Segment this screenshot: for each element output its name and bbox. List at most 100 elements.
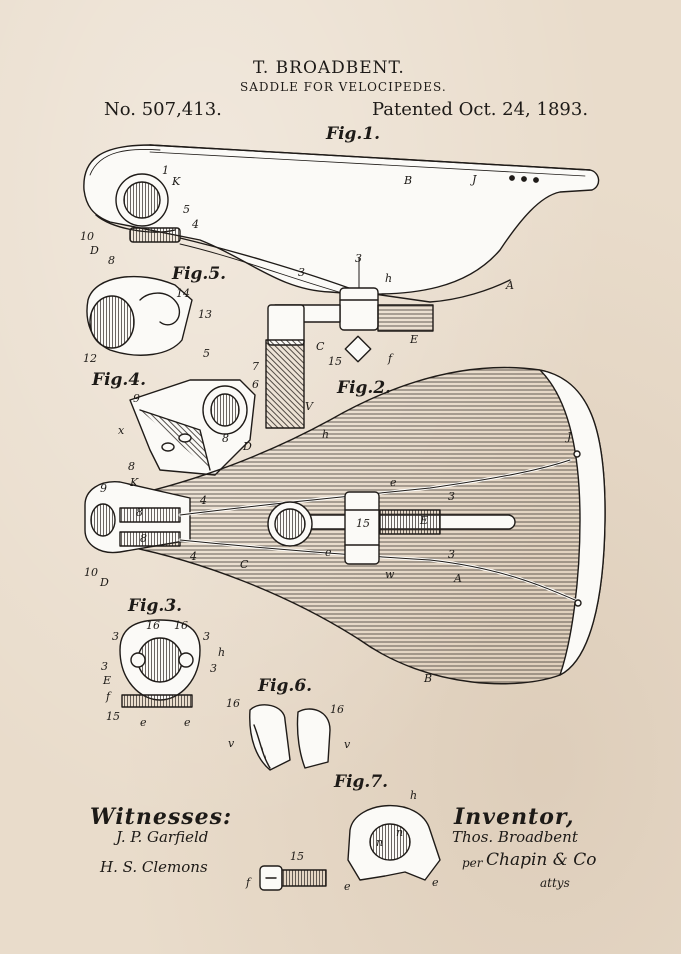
ref-label: 3 (101, 660, 108, 673)
patent-number: No. 507,413. (104, 99, 222, 120)
ref-label: v (228, 737, 235, 750)
ref-label: C (240, 558, 249, 571)
ref-label: 16 (174, 619, 188, 632)
ref-label: 10 (80, 230, 94, 243)
fig3-title: Fig.3. (128, 596, 183, 616)
fig1-saddle-side-view (83, 144, 600, 429)
ref-label: D (100, 576, 109, 589)
ref-label: 3 (355, 252, 362, 265)
ref-label: 3 (203, 630, 210, 643)
ref-label: h (322, 428, 330, 441)
fig6-jaws (249, 704, 331, 771)
ref-label: 5 (183, 203, 190, 216)
inventor-heading: Inventor, (454, 804, 575, 830)
ref-label: n (376, 836, 384, 849)
ref-label: 8 (136, 506, 143, 519)
ref-label: 14 (176, 287, 190, 300)
ref-label: 6 (252, 378, 259, 391)
ref-label: 7 (252, 360, 259, 373)
ref-label: 3 (298, 266, 305, 279)
ref-label: 3 (210, 662, 217, 675)
ref-label: 16 (330, 703, 344, 716)
ref-label: 4 (190, 550, 197, 563)
ref-label: h (410, 789, 418, 802)
ref-label: E (410, 333, 419, 346)
ref-label: 8 (128, 460, 135, 473)
ref-label: 15 (328, 355, 342, 368)
fig4-clip (129, 379, 256, 476)
ref-label: K (130, 476, 139, 489)
witnesses-heading: Witnesses: (90, 804, 233, 830)
inventor-signature: Thos. Broadbent (452, 828, 578, 846)
attorney-signature: Chapin & Co (486, 850, 597, 870)
fig5-block (86, 275, 193, 356)
ref-label: 16 (146, 619, 160, 632)
ref-label: A (506, 279, 514, 292)
ref-label: E (420, 514, 429, 527)
ref-label: A (454, 572, 462, 585)
ref-label: 4 (200, 494, 207, 507)
patent-date: Patented Oct. 24, 1893. (372, 99, 589, 120)
ref-label: 8 (108, 254, 115, 267)
ref-label: 5 (203, 347, 210, 360)
fig5-title: Fig.5. (172, 264, 227, 284)
ref-label: 8 (140, 532, 147, 545)
ref-label: C (316, 340, 325, 353)
patent-title: SADDLE FOR VELOCIPEDES. (240, 80, 447, 94)
ref-label: 8 (222, 432, 229, 445)
ref-label: E (103, 674, 112, 687)
ref-label: 1 (162, 164, 169, 177)
ref-label: 3 (112, 630, 119, 643)
ref-label: 15 (356, 517, 370, 530)
ref-label: e (344, 880, 351, 893)
ref-label: 4 (192, 218, 199, 231)
attorney-prefix: per (462, 856, 483, 870)
ref-label: x (118, 424, 125, 437)
ref-label: f (246, 876, 251, 889)
patent-inventor-name: T. BROADBENT. (253, 58, 405, 78)
witness-signature-1: J. P. Garfield (116, 828, 209, 846)
ref-label: h (218, 646, 226, 659)
fig1-title: Fig.1. (326, 124, 381, 144)
fig2-title: Fig.2. (337, 378, 392, 398)
ref-label: B (404, 174, 413, 187)
ref-label: 3 (448, 548, 455, 561)
ref-label: B (424, 672, 433, 685)
ref-label: 9 (100, 482, 107, 495)
ref-label: e (140, 716, 147, 729)
fig3-clamp-end-view (119, 619, 201, 708)
ref-label: 9 (133, 392, 140, 405)
ref-label: K (172, 175, 181, 188)
witness-signature-2: H. S. Clemons (100, 858, 208, 876)
fig6-title: Fig.6. (258, 676, 313, 696)
ref-label: e (390, 476, 397, 489)
ref-label: 10 (84, 566, 98, 579)
ref-label: f (388, 352, 393, 365)
ref-label: e (325, 546, 332, 559)
fig4-title: Fig.4. (92, 370, 147, 390)
ref-label: f (106, 690, 111, 703)
ref-label: n (396, 826, 404, 839)
ref-label: 13 (198, 308, 212, 321)
fig7-clamp-and-bolt (259, 804, 441, 891)
ref-label: e (184, 716, 191, 729)
ref-label: 16 (226, 697, 240, 710)
ref-label: D (243, 440, 252, 453)
ref-label: 3 (448, 490, 455, 503)
ref-label: h (385, 272, 393, 285)
ref-label: 15 (290, 850, 304, 863)
ref-label: 15 (106, 710, 120, 723)
ref-label: V (305, 400, 313, 413)
fig7-title: Fig.7. (334, 772, 389, 792)
ref-label: v (344, 738, 351, 751)
ref-label: w (385, 568, 395, 581)
ref-label: J (472, 173, 477, 186)
attorney-suffix: attys (540, 876, 570, 890)
fig2-saddle-top-view (84, 366, 606, 685)
ref-label: D (90, 244, 99, 257)
ref-label: J (567, 430, 572, 443)
ref-label: 12 (83, 352, 97, 365)
ref-label: e (432, 876, 439, 889)
